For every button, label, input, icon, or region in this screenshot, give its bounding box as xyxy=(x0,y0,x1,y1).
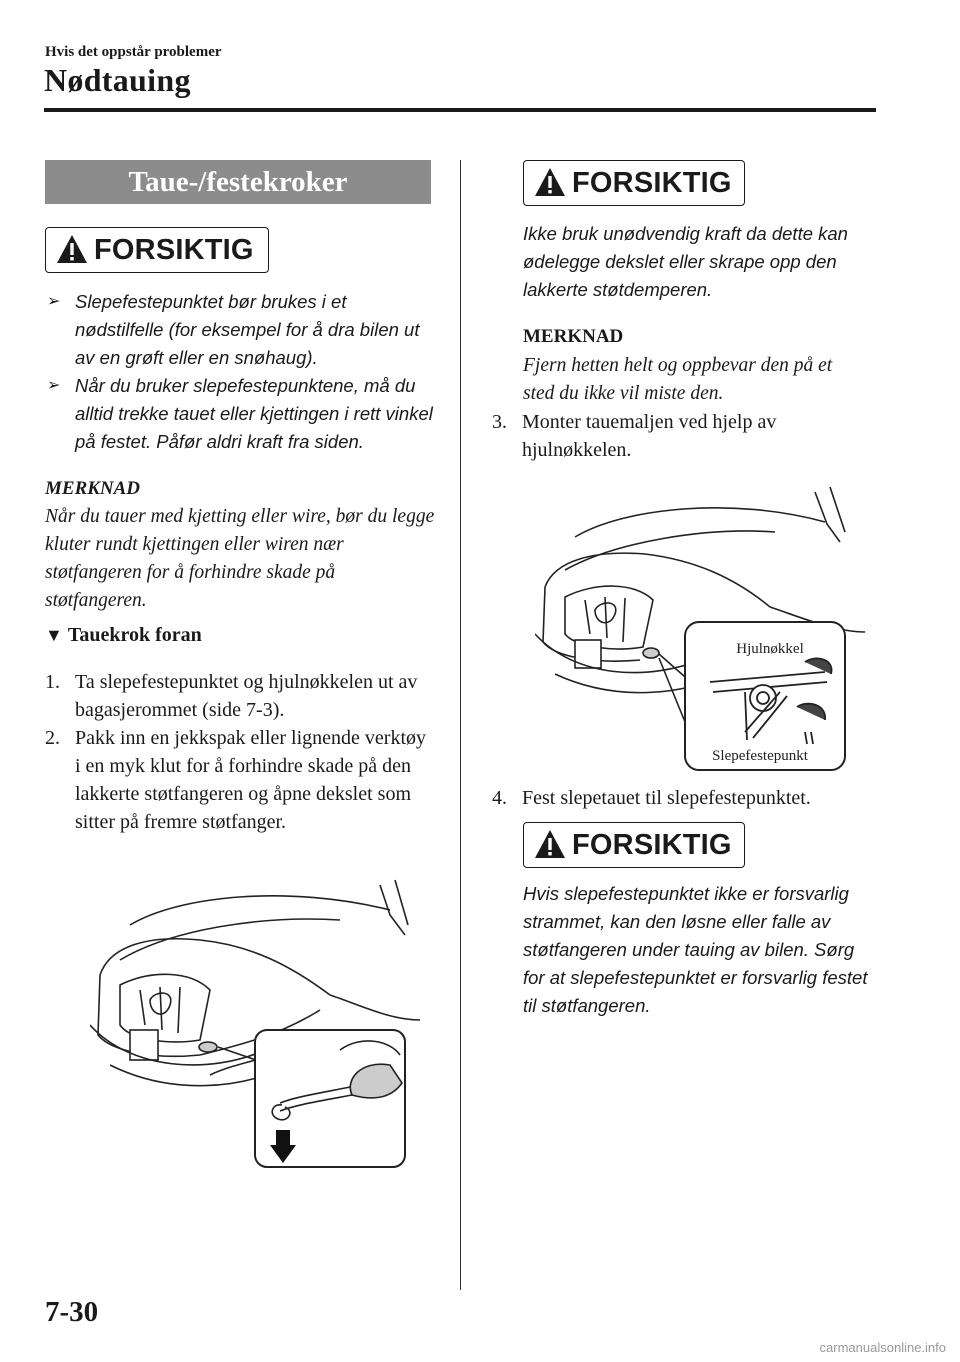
caution-text: Ikke bruk unødvendig kraft da dette kan … xyxy=(523,223,848,300)
watermark: carmanualsonline.info xyxy=(819,1340,946,1355)
wrench-label: Hjulnøkkel xyxy=(736,641,804,657)
page-title: Nødtauing xyxy=(44,62,191,98)
warning-triangle-icon xyxy=(57,235,87,263)
warning-triangle-icon xyxy=(535,830,565,858)
note-heading: MERKNAD xyxy=(45,478,141,499)
breadcrumb: Hvis det oppstår problemer xyxy=(45,44,222,60)
step-item: 2. Pakk inn en jekkspak eller lignende v… xyxy=(45,727,427,833)
subsection-heading: ▼Tauekrok foran xyxy=(45,624,202,646)
caution-box: FORSIKTIG xyxy=(523,160,745,206)
steps-left: 1. Ta slepefestepunktet og hjulnøkkelen … xyxy=(45,668,435,836)
note-text: Fjern hetten helt og oppbevar den på et … xyxy=(523,355,833,404)
caution-bullets: ➢ Slepefestepunktet bør brukes i et nøds… xyxy=(45,288,440,456)
wrench-illustration: Hjulnøkkel Slepefestepunkt xyxy=(535,486,865,771)
caution-box: FORSIKTIG xyxy=(45,227,269,273)
triangle-down-icon: ▼ xyxy=(45,625,63,645)
arrow-bullet-icon: ➢ xyxy=(47,377,61,394)
note-text: Når du tauer med kjetting eller wire, bø… xyxy=(45,506,435,611)
caution-label: FORSIKTIG xyxy=(572,829,732,861)
section-title: Taue-/festekroker xyxy=(45,160,431,204)
page-number: 7-30 xyxy=(45,1296,99,1328)
step-item: 3. Monter tauemaljen ved hjelp av hjulnø… xyxy=(492,411,777,461)
caution-bullet: ➢ Slepefestepunktet bør brukes i et nøds… xyxy=(45,288,440,372)
caution-label: FORSIKTIG xyxy=(94,234,254,266)
note-heading: MERKNAD xyxy=(523,326,624,347)
arrow-bullet-icon: ➢ xyxy=(47,293,61,310)
step-item: 1. Ta slepefestepunktet og hjulnøkkelen … xyxy=(45,671,418,721)
caution-label: FORSIKTIG xyxy=(572,167,732,199)
column-divider xyxy=(460,160,461,1290)
caution-text: Hvis slepefestepunktet ikke er forsvarli… xyxy=(523,883,868,1016)
car-front-illustration xyxy=(90,879,420,1168)
hook-label: Slepefestepunkt xyxy=(712,748,809,764)
step-item: 4. Fest slepetauet til slepefestepunktet… xyxy=(492,787,811,809)
title-rule xyxy=(44,108,876,112)
caution-bullet: ➢ Når du bruker slepefestepunktene, må d… xyxy=(45,372,440,456)
warning-triangle-icon xyxy=(535,168,565,196)
caution-box: FORSIKTIG xyxy=(523,822,745,868)
